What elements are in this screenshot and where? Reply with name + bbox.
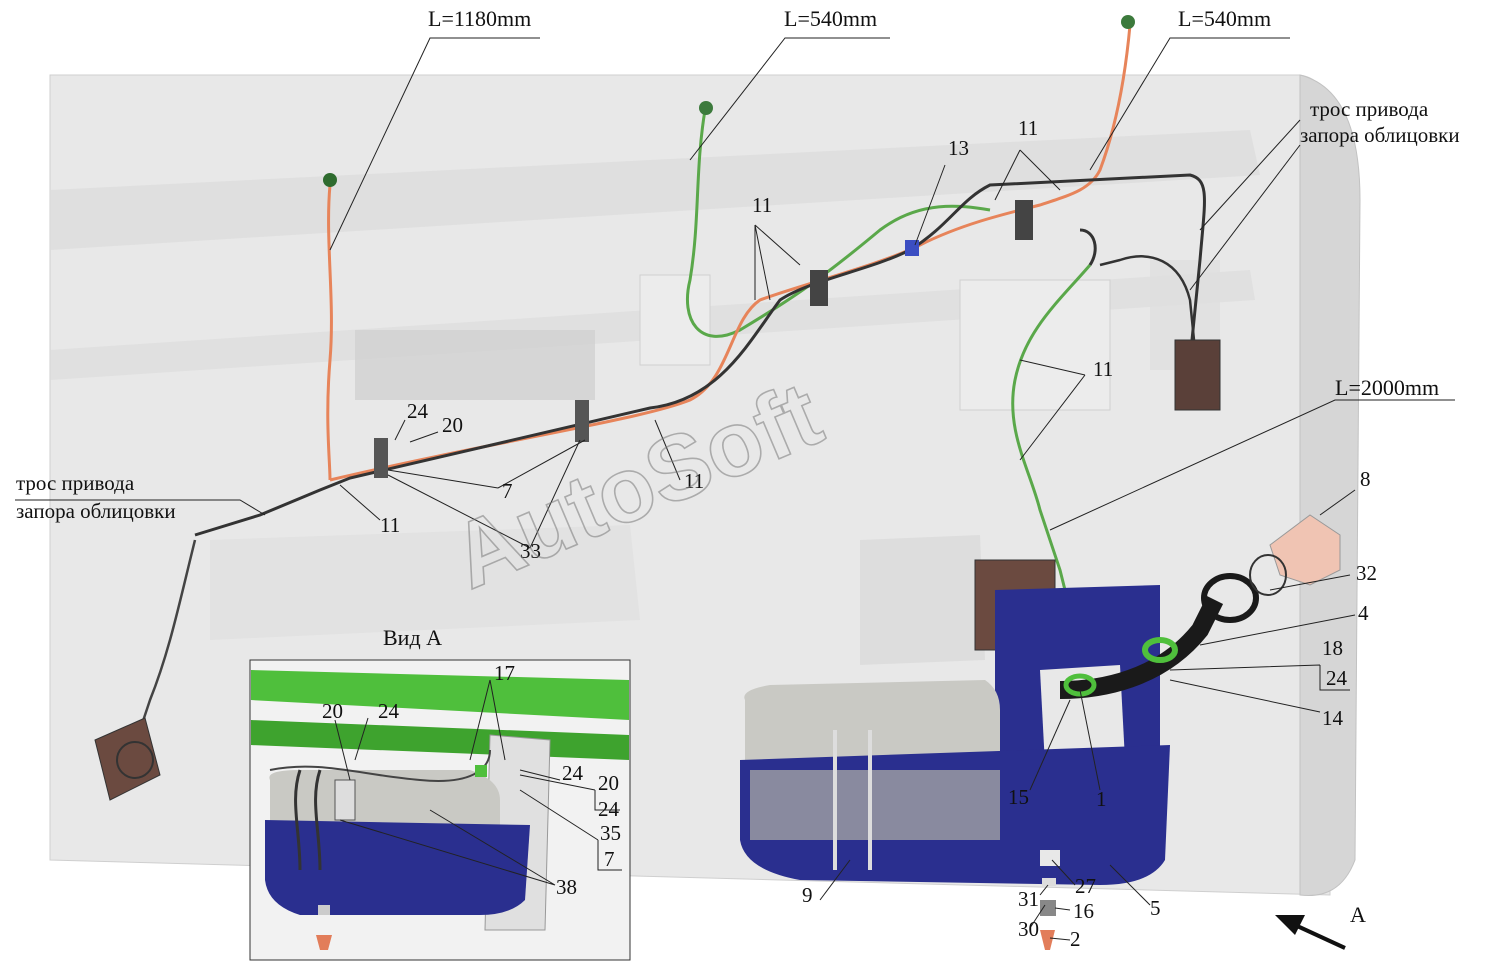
callout-32: 32	[1356, 561, 1377, 585]
callout-11-top: 11	[1018, 116, 1038, 140]
callout-24: 24	[407, 399, 429, 423]
view-a-letter: A	[1350, 902, 1366, 927]
labels: L=1180mm L=540mm L=540mm L=2000mm трос п…	[16, 6, 1460, 951]
callout-20-inset: 20	[322, 699, 343, 723]
view-a-title: Вид А	[383, 625, 442, 650]
inset-view-a	[249, 659, 631, 961]
cable-routing	[128, 24, 1206, 761]
length-label-540-left: L=540mm	[784, 6, 877, 31]
callout-7-inset: 7	[604, 847, 615, 871]
view-a-arrow	[1275, 915, 1346, 950]
callout-11-left: 11	[752, 193, 772, 217]
callout-9: 9	[802, 883, 813, 907]
connector-ends	[323, 15, 1135, 187]
callout-33: 33	[520, 539, 541, 563]
callout-27: 27	[1075, 874, 1096, 898]
tank-assembly	[740, 514, 1341, 950]
leader-lines	[15, 37, 1455, 941]
cable-label-right-line1: трос привода	[1310, 97, 1429, 121]
cable-label-right-line2: запора облицовки	[1300, 123, 1460, 147]
callout-7: 7	[502, 479, 513, 503]
callout-30: 30	[1018, 917, 1039, 941]
length-label-2000: L=2000mm	[1335, 375, 1439, 400]
callout-8: 8	[1360, 467, 1371, 491]
length-label-540-right: L=540mm	[1178, 6, 1271, 31]
callout-24-inset-box: 24	[598, 797, 620, 821]
callout-17: 17	[494, 661, 515, 685]
callout-31: 31	[1018, 887, 1039, 911]
callout-11-right: 11	[1093, 357, 1113, 381]
cable-label-left-line2: запора облицовки	[16, 499, 176, 523]
callout-4: 4	[1358, 601, 1369, 625]
callout-24-inset-right: 24	[562, 761, 584, 785]
callout-5: 5	[1150, 896, 1161, 920]
callout-20-inset-right: 20	[598, 771, 619, 795]
callout-24-right: 24	[1326, 666, 1348, 690]
callout-1: 1	[1096, 787, 1107, 811]
length-label-1180: L=1180mm	[428, 6, 531, 31]
cable-label-left-line1: трос привода	[16, 471, 135, 495]
latch-left	[94, 717, 161, 801]
callout-16: 16	[1073, 899, 1094, 923]
callout-15: 15	[1008, 785, 1029, 809]
callout-11-mid: 11	[684, 469, 704, 493]
callout-11-bottom: 11	[380, 513, 400, 537]
callout-20: 20	[442, 413, 463, 437]
callout-35: 35	[600, 821, 621, 845]
latch-right	[1174, 339, 1221, 411]
callout-14: 14	[1322, 706, 1344, 730]
clamps	[374, 200, 1033, 478]
callout-38: 38	[556, 875, 577, 899]
callout-18: 18	[1322, 636, 1343, 660]
callout-13: 13	[948, 136, 969, 160]
callout-24-inset: 24	[378, 699, 400, 723]
callout-2: 2	[1070, 927, 1081, 951]
